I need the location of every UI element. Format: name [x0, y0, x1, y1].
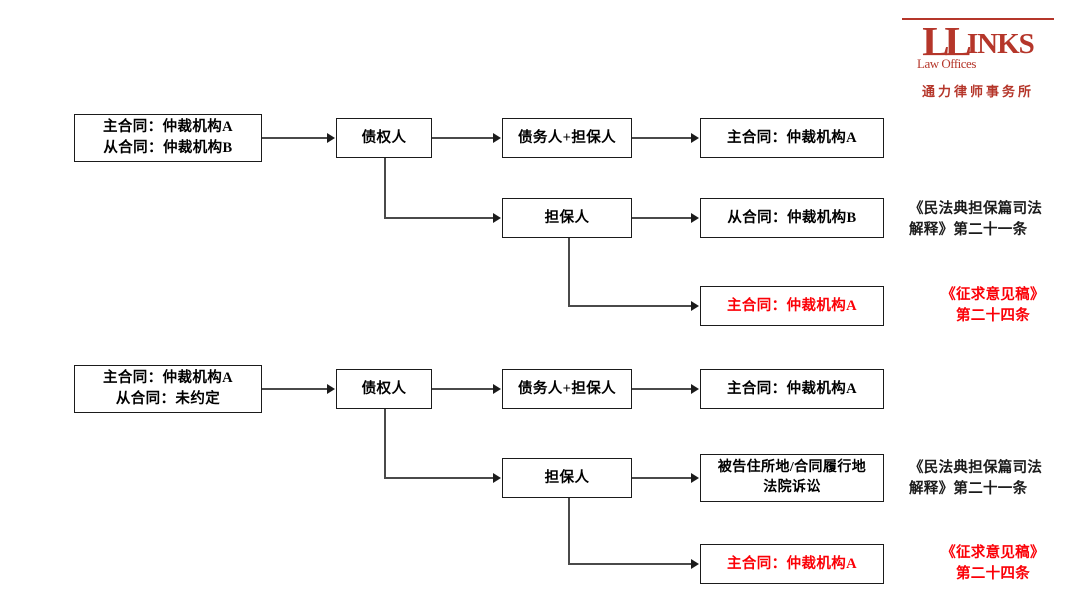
lower-connector-debtor-to-outcome	[632, 388, 692, 390]
upper-elbow-vertical-creditor-to-guarantor	[384, 158, 386, 218]
upper-connector-creditor-to-debtor	[432, 137, 494, 139]
upper-elbow-horizontal-creditor-to-guarantor	[384, 217, 494, 219]
lower-contract-terms-box: 主合同：仲裁机构A 从合同：未约定	[74, 365, 262, 413]
lower-guarantor-box: 担保人	[502, 458, 632, 498]
lower-annotation-judicial-interpretation: 《民法典担保篇司法 解释》第二十一条	[909, 460, 1043, 498]
upper-connector-guarantor-to-sub-outcome	[632, 217, 692, 219]
lower-arrowhead-terms-to-creditor	[327, 384, 335, 394]
lower-annotation-draft-for-comment: 《征求意见稿》 第二十四条	[941, 545, 1045, 583]
lower-arrowhead-guarantor-to-court	[691, 473, 699, 483]
upper-outcome-main-contract-red-box: 主合同：仲裁机构A	[700, 286, 884, 326]
logo-top-rule	[902, 18, 1054, 20]
upper-outcome-sub-contract-box: 从合同：仲裁机构B	[700, 198, 884, 238]
lower-arrowhead-debtor-to-outcome	[691, 384, 699, 394]
upper-creditor-box: 债权人	[336, 118, 432, 158]
logo-wordmark: LLINKS	[893, 21, 1063, 62]
upper-annotation-draft-for-comment: 《征求意见稿》 第二十四条	[941, 287, 1045, 325]
logo-inks-text: INKS	[966, 28, 1035, 60]
llinks-law-offices-logo: LLINKS Law Offices 通力律师事务所	[893, 18, 1063, 99]
upper-arrowhead-debtor-to-outcome	[691, 133, 699, 143]
upper-arrowhead-terms-to-creditor	[327, 133, 335, 143]
upper-connector-debtor-to-outcome	[632, 137, 692, 139]
upper-arrowhead-creditor-to-guarantor	[493, 213, 501, 223]
upper-arrowhead-guarantor-to-red	[691, 301, 699, 311]
upper-connector-terms-to-creditor	[262, 137, 328, 139]
lower-outcome-court-litigation-box: 被告住所地/合同履行地 法院诉讼	[700, 454, 884, 502]
lower-elbow-horizontal-creditor-to-guarantor	[384, 477, 494, 479]
upper-debtor-guarantor-box: 债务人+担保人	[502, 118, 632, 158]
lower-arrowhead-creditor-to-debtor	[493, 384, 501, 394]
lower-arrowhead-creditor-to-guarantor	[493, 473, 501, 483]
lower-arrowhead-guarantor-to-red	[691, 559, 699, 569]
upper-elbow-vertical-guarantor-to-red	[568, 238, 570, 306]
lower-outcome-main-contract-box: 主合同：仲裁机构A	[700, 369, 884, 409]
lower-creditor-box: 债权人	[336, 369, 432, 409]
logo-ll-text: LL	[922, 18, 972, 64]
lower-connector-creditor-to-debtor	[432, 388, 494, 390]
upper-elbow-horizontal-guarantor-to-red	[568, 305, 692, 307]
upper-arrowhead-creditor-to-debtor	[493, 133, 501, 143]
logo-chinese-name: 通力律师事务所	[921, 84, 1034, 99]
upper-arrowhead-guarantor-to-sub-outcome	[691, 213, 699, 223]
upper-outcome-main-contract-box: 主合同：仲裁机构A	[700, 118, 884, 158]
lower-connector-guarantor-to-court	[632, 477, 692, 479]
logo-subtitle: Law Offices	[917, 56, 976, 71]
lower-connector-terms-to-creditor	[262, 388, 328, 390]
lower-debtor-guarantor-box: 债务人+担保人	[502, 369, 632, 409]
lower-elbow-vertical-creditor-to-guarantor	[384, 409, 386, 478]
upper-guarantor-box: 担保人	[502, 198, 632, 238]
lower-elbow-vertical-guarantor-to-red	[568, 498, 570, 565]
upper-annotation-judicial-interpretation: 《民法典担保篇司法 解释》第二十一条	[909, 201, 1043, 239]
upper-contract-terms-box: 主合同：仲裁机构A 从合同：仲裁机构B	[74, 114, 262, 162]
lower-outcome-main-contract-red-box: 主合同：仲裁机构A	[700, 544, 884, 584]
lower-elbow-horizontal-guarantor-to-red	[568, 563, 692, 565]
